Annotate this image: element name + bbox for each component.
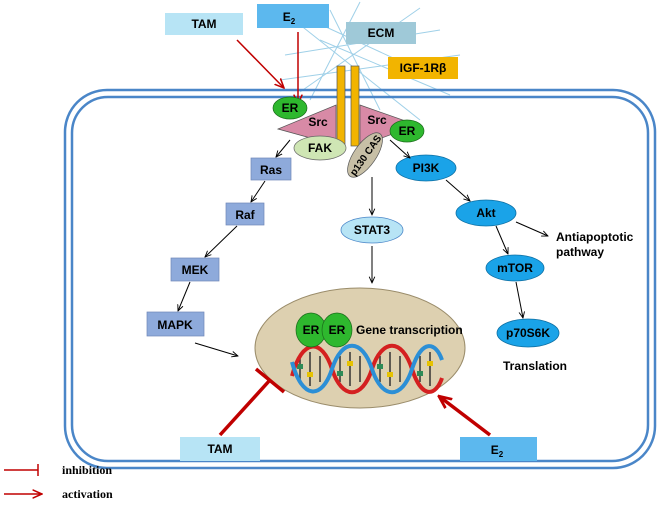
er-left-shape <box>272 96 308 120</box>
ras-box <box>250 157 292 181</box>
er-right-label: ER <box>399 124 416 138</box>
er-left-label: ER <box>282 101 299 115</box>
src-left-label: Src <box>308 115 328 129</box>
fak-shape <box>293 135 347 161</box>
mapk-to-nucleus-arrow <box>194 342 238 356</box>
mek-to-mapk-arrow <box>178 281 191 311</box>
raf-to-mek-arrow <box>205 225 238 257</box>
akt-label: Akt <box>476 206 495 220</box>
pi3k-label: PI3K <box>413 161 440 175</box>
akt-shape <box>455 199 517 227</box>
cell-membrane-outer <box>63 88 657 470</box>
translation-label: Translation <box>503 359 567 373</box>
mapk-label: MAPK <box>157 318 193 332</box>
pi3k-to-akt-arrow <box>445 179 470 201</box>
e2-activation-arrow <box>440 397 492 437</box>
ras-label: Ras <box>260 163 282 177</box>
tam-bottom-box <box>180 437 260 461</box>
er-right-shape <box>389 119 425 143</box>
ecm-label: ECM <box>368 26 395 40</box>
pi3k-pathway: PI3K Akt mTOR p70S6K <box>395 154 560 348</box>
mtor-label: mTOR <box>497 261 533 275</box>
p70s6k-label: p70S6K <box>506 326 550 340</box>
stat3-label: STAT3 <box>354 223 391 237</box>
tam-top-box <box>165 13 243 35</box>
mek-label: MEK <box>182 263 209 277</box>
src-right-label: Src <box>367 113 387 127</box>
fak-label: FAK <box>308 141 332 155</box>
antiapoptotic-label-2: pathway <box>556 245 604 259</box>
ras-to-raf-arrow <box>251 180 266 202</box>
e2-top-box <box>257 4 329 28</box>
tam-top-label: TAM <box>191 17 216 31</box>
receptor-box <box>388 57 458 79</box>
akt-to-mtor-arrow <box>495 225 508 254</box>
src-to-pi3k-arrow <box>389 139 410 158</box>
stat3-shape <box>340 216 404 244</box>
receptor-bar-right <box>350 65 360 147</box>
mapk-pathway: Ras Raf MEK MAPK <box>146 157 292 337</box>
raf-box <box>225 202 265 226</box>
tam-inhibition-line <box>218 367 286 437</box>
akt-to-antiapoptotic-arrow <box>515 221 548 236</box>
gene-transcription-label: Gene transcription <box>356 323 463 337</box>
dna-helix <box>290 343 444 395</box>
src-to-ras-arrow <box>276 139 291 157</box>
e2-bottom-label: E2 <box>491 443 504 459</box>
mtor-to-p70s6k-arrow <box>515 281 523 318</box>
legend-activation-label: activation <box>62 487 113 501</box>
raf-label: Raf <box>235 208 255 222</box>
nucleus-er-2-shape <box>321 312 353 348</box>
cell-membrane-inner <box>70 95 650 463</box>
nucleus-er-1-label: ER <box>303 323 320 337</box>
p70s6k-shape <box>496 318 560 348</box>
legend-inhibition-label: inhibition <box>62 463 112 477</box>
src-left-shape <box>276 104 337 146</box>
mtor-shape <box>485 254 545 282</box>
legend: inhibition activation <box>4 463 113 501</box>
e2-bottom-box <box>460 437 537 461</box>
antiapoptotic-label-1: Antiapoptotic <box>556 230 634 244</box>
mapk-box <box>146 311 205 337</box>
tam-bottom-label: TAM <box>207 442 232 456</box>
receptor-label: IGF-1Rβ <box>400 61 447 75</box>
receptor-bar-left <box>336 65 346 147</box>
nucleus-er-2-label: ER <box>329 323 346 337</box>
tam-top-arrow <box>236 39 284 88</box>
mek-box <box>170 257 220 282</box>
ecm-box <box>346 22 416 44</box>
pi3k-shape <box>395 154 457 182</box>
e2-top-label: E2 <box>283 10 296 26</box>
